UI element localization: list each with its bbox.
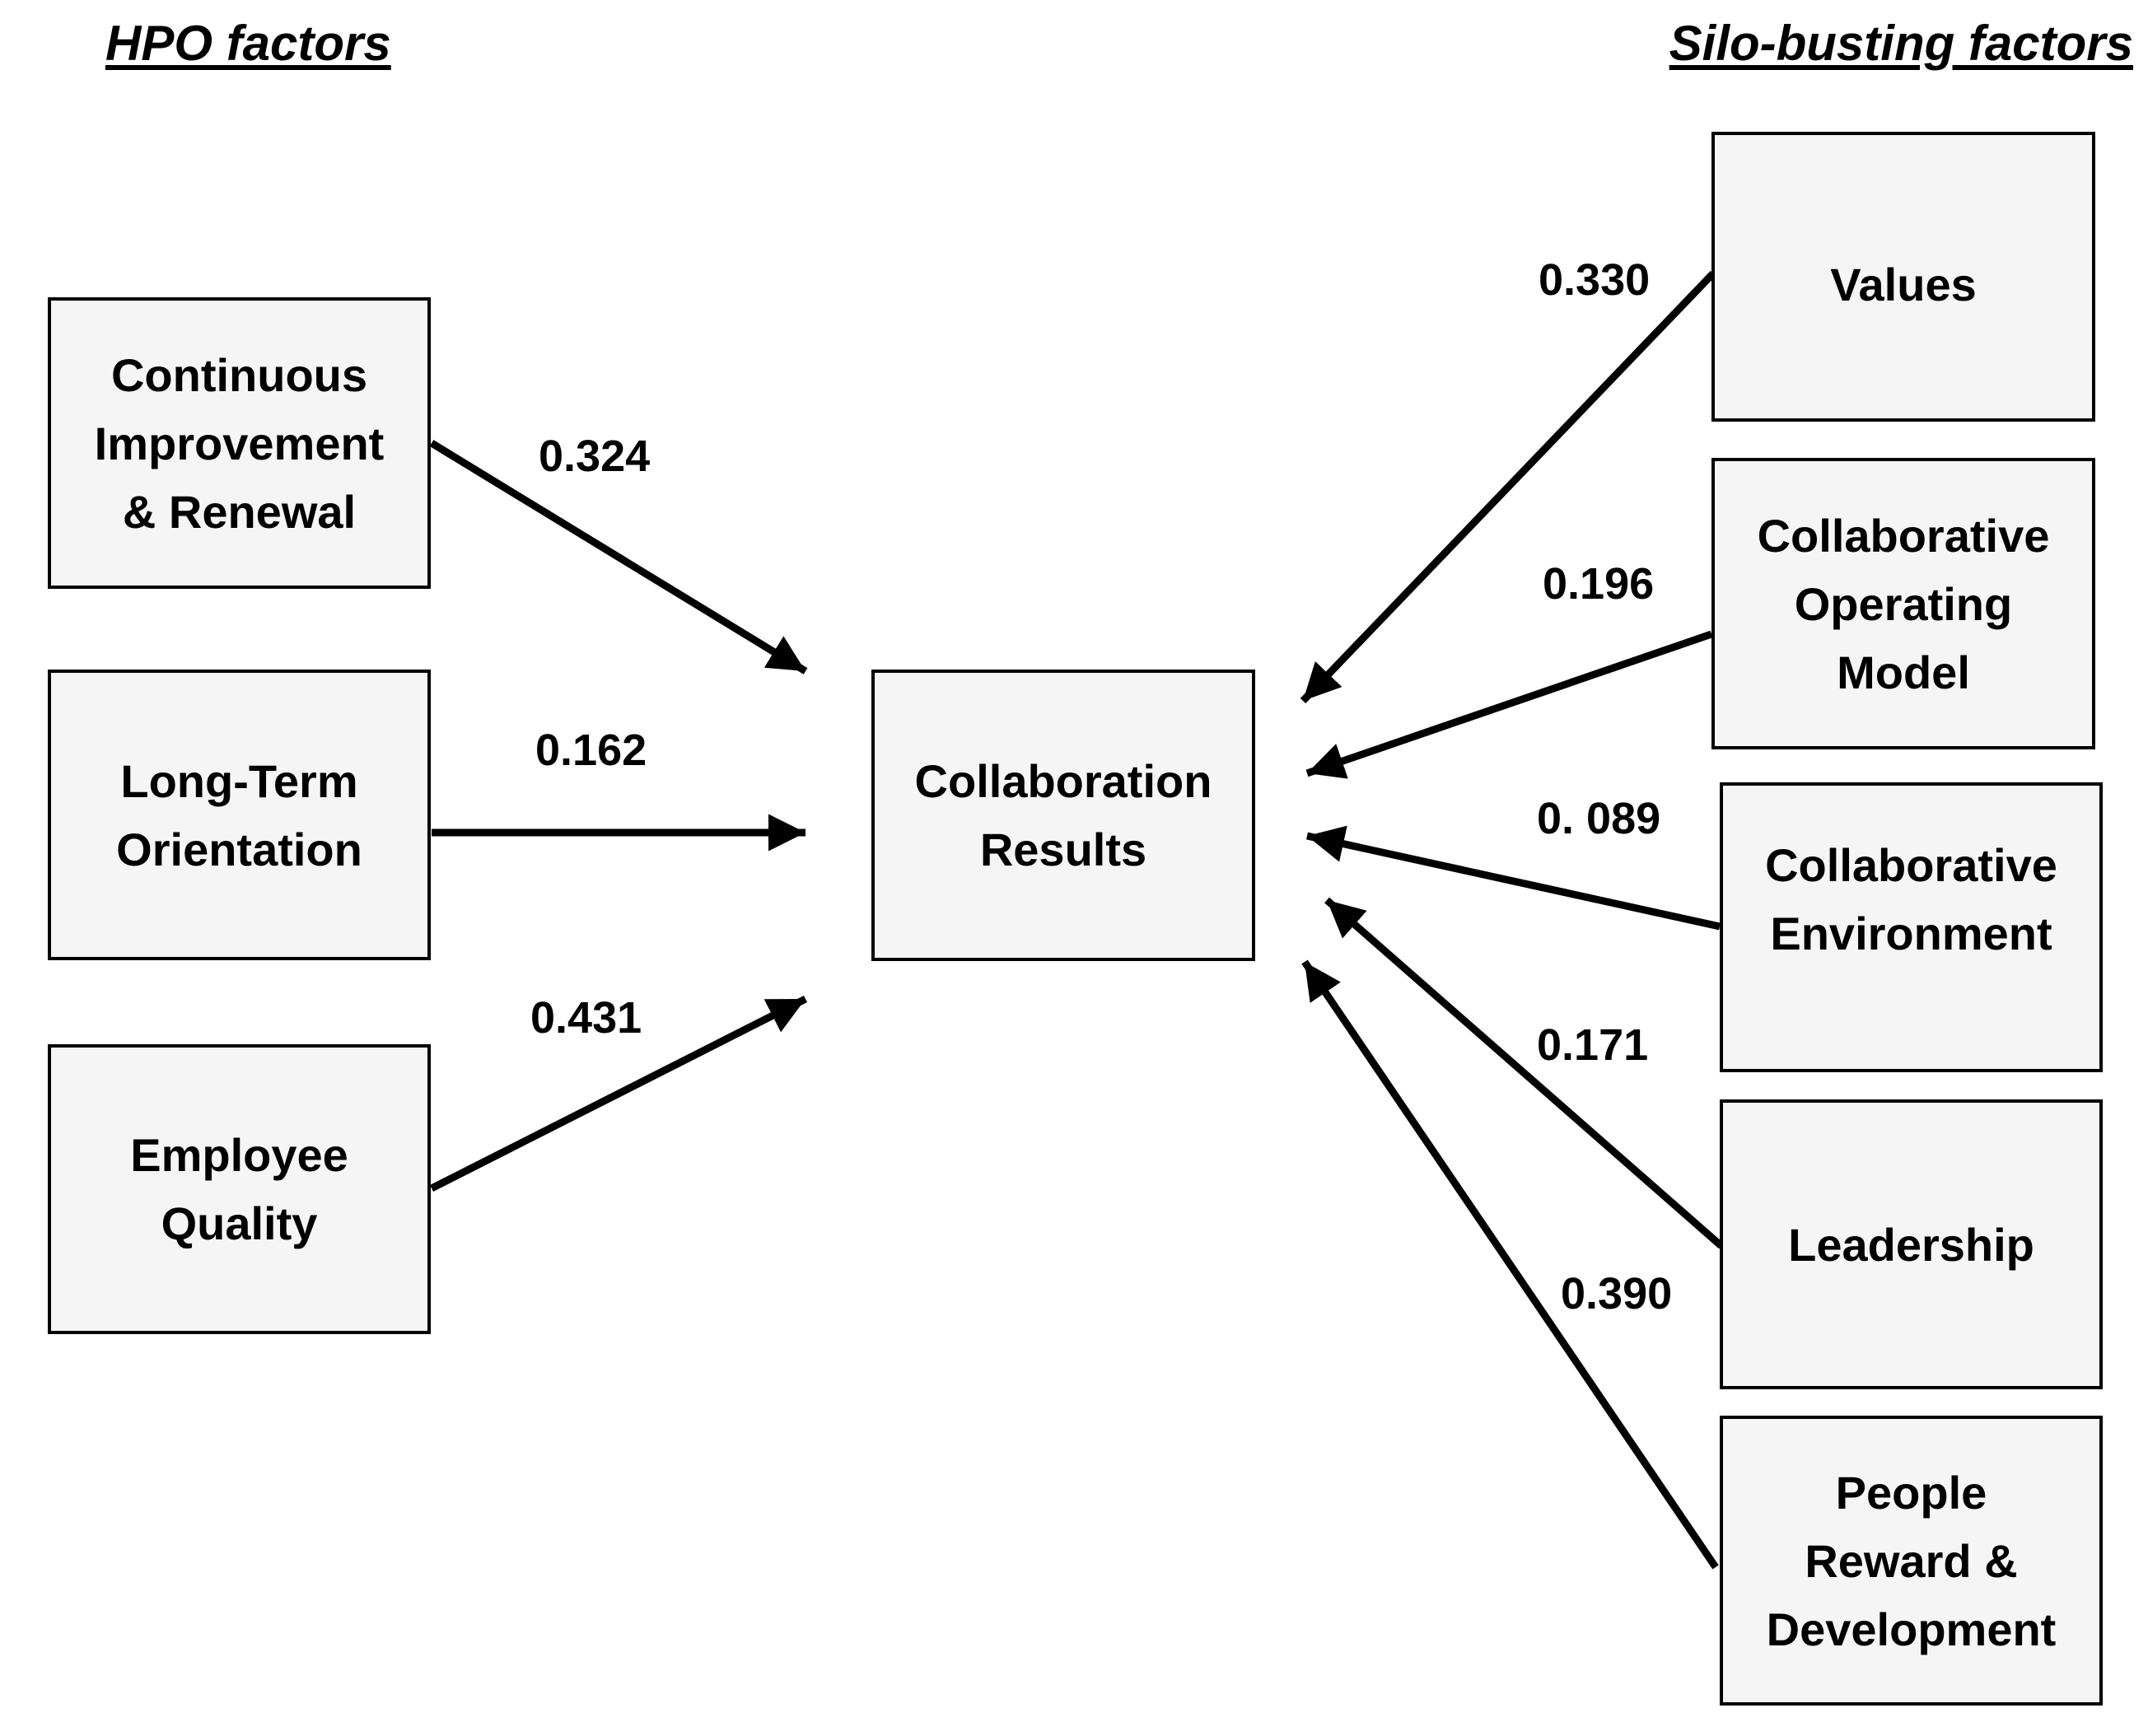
arrow-values [1300,270,1716,704]
silo-busting-factors-heading: Silo-busting factors [1669,16,2133,71]
silo-factor-collaborative-operating-model: Collaborative Operating Model [1711,458,2095,749]
factor-label: Long-Term Orientation [116,754,362,875]
factor-label: People Reward & Development [1766,1466,2057,1655]
arrow-leadership [1324,897,1724,1249]
hpo-factor-employee-quality: Employee Quality [48,1044,431,1334]
factor-label: Continuous Improvement & Renewal [94,348,385,538]
factor-label: Values [1830,259,1977,310]
factor-label: Leadership [1788,1218,2034,1271]
arrow-continuous-improvement [429,440,808,674]
coefficient-continuous-improvement: 0.324 [539,432,651,481]
outcome-label: Collaboration Results [914,755,1212,875]
outcome-collaboration-results: Collaboration Results [871,670,1255,961]
hpo-factor-long-term-orientation: Long-Term Orientation [48,670,431,960]
factor-label: Collaborative Operating Model [1757,509,2050,698]
hpo-factors-heading: HPO factors [105,16,391,71]
coefficient-leadership: 0.171 [1537,1020,1649,1070]
silo-factor-collaborative-environment: Collaborative Environment [1720,782,2103,1072]
silo-factor-people-reward-development: People Reward & Development [1720,1416,2103,1706]
arrow-collaborative-operating-model [1305,630,1713,779]
arrow-collaborative-environment [1306,825,1721,931]
arrow-people-reward-development [1301,959,1719,1570]
hpo-factor-continuous-improvement: Continuous Improvement & Renewal [48,297,431,589]
factor-label: Employee Quality [130,1129,348,1249]
arrow-employee-quality [429,995,808,1192]
coefficient-values: 0.330 [1539,255,1651,305]
coefficient-collaborative-operating-model: 0.196 [1543,559,1655,609]
coefficient-long-term-orientation: 0.162 [535,726,647,775]
coefficient-people-reward-development: 0.390 [1561,1269,1673,1318]
coefficient-employee-quality: 0.431 [530,993,642,1043]
silo-factor-values: Values [1711,132,2095,422]
silo-factor-leadership: Leadership [1720,1099,2103,1389]
factor-label: Collaborative Environment [1765,839,2057,959]
coefficient-collaborative-environment: 0. 089 [1537,794,1661,843]
